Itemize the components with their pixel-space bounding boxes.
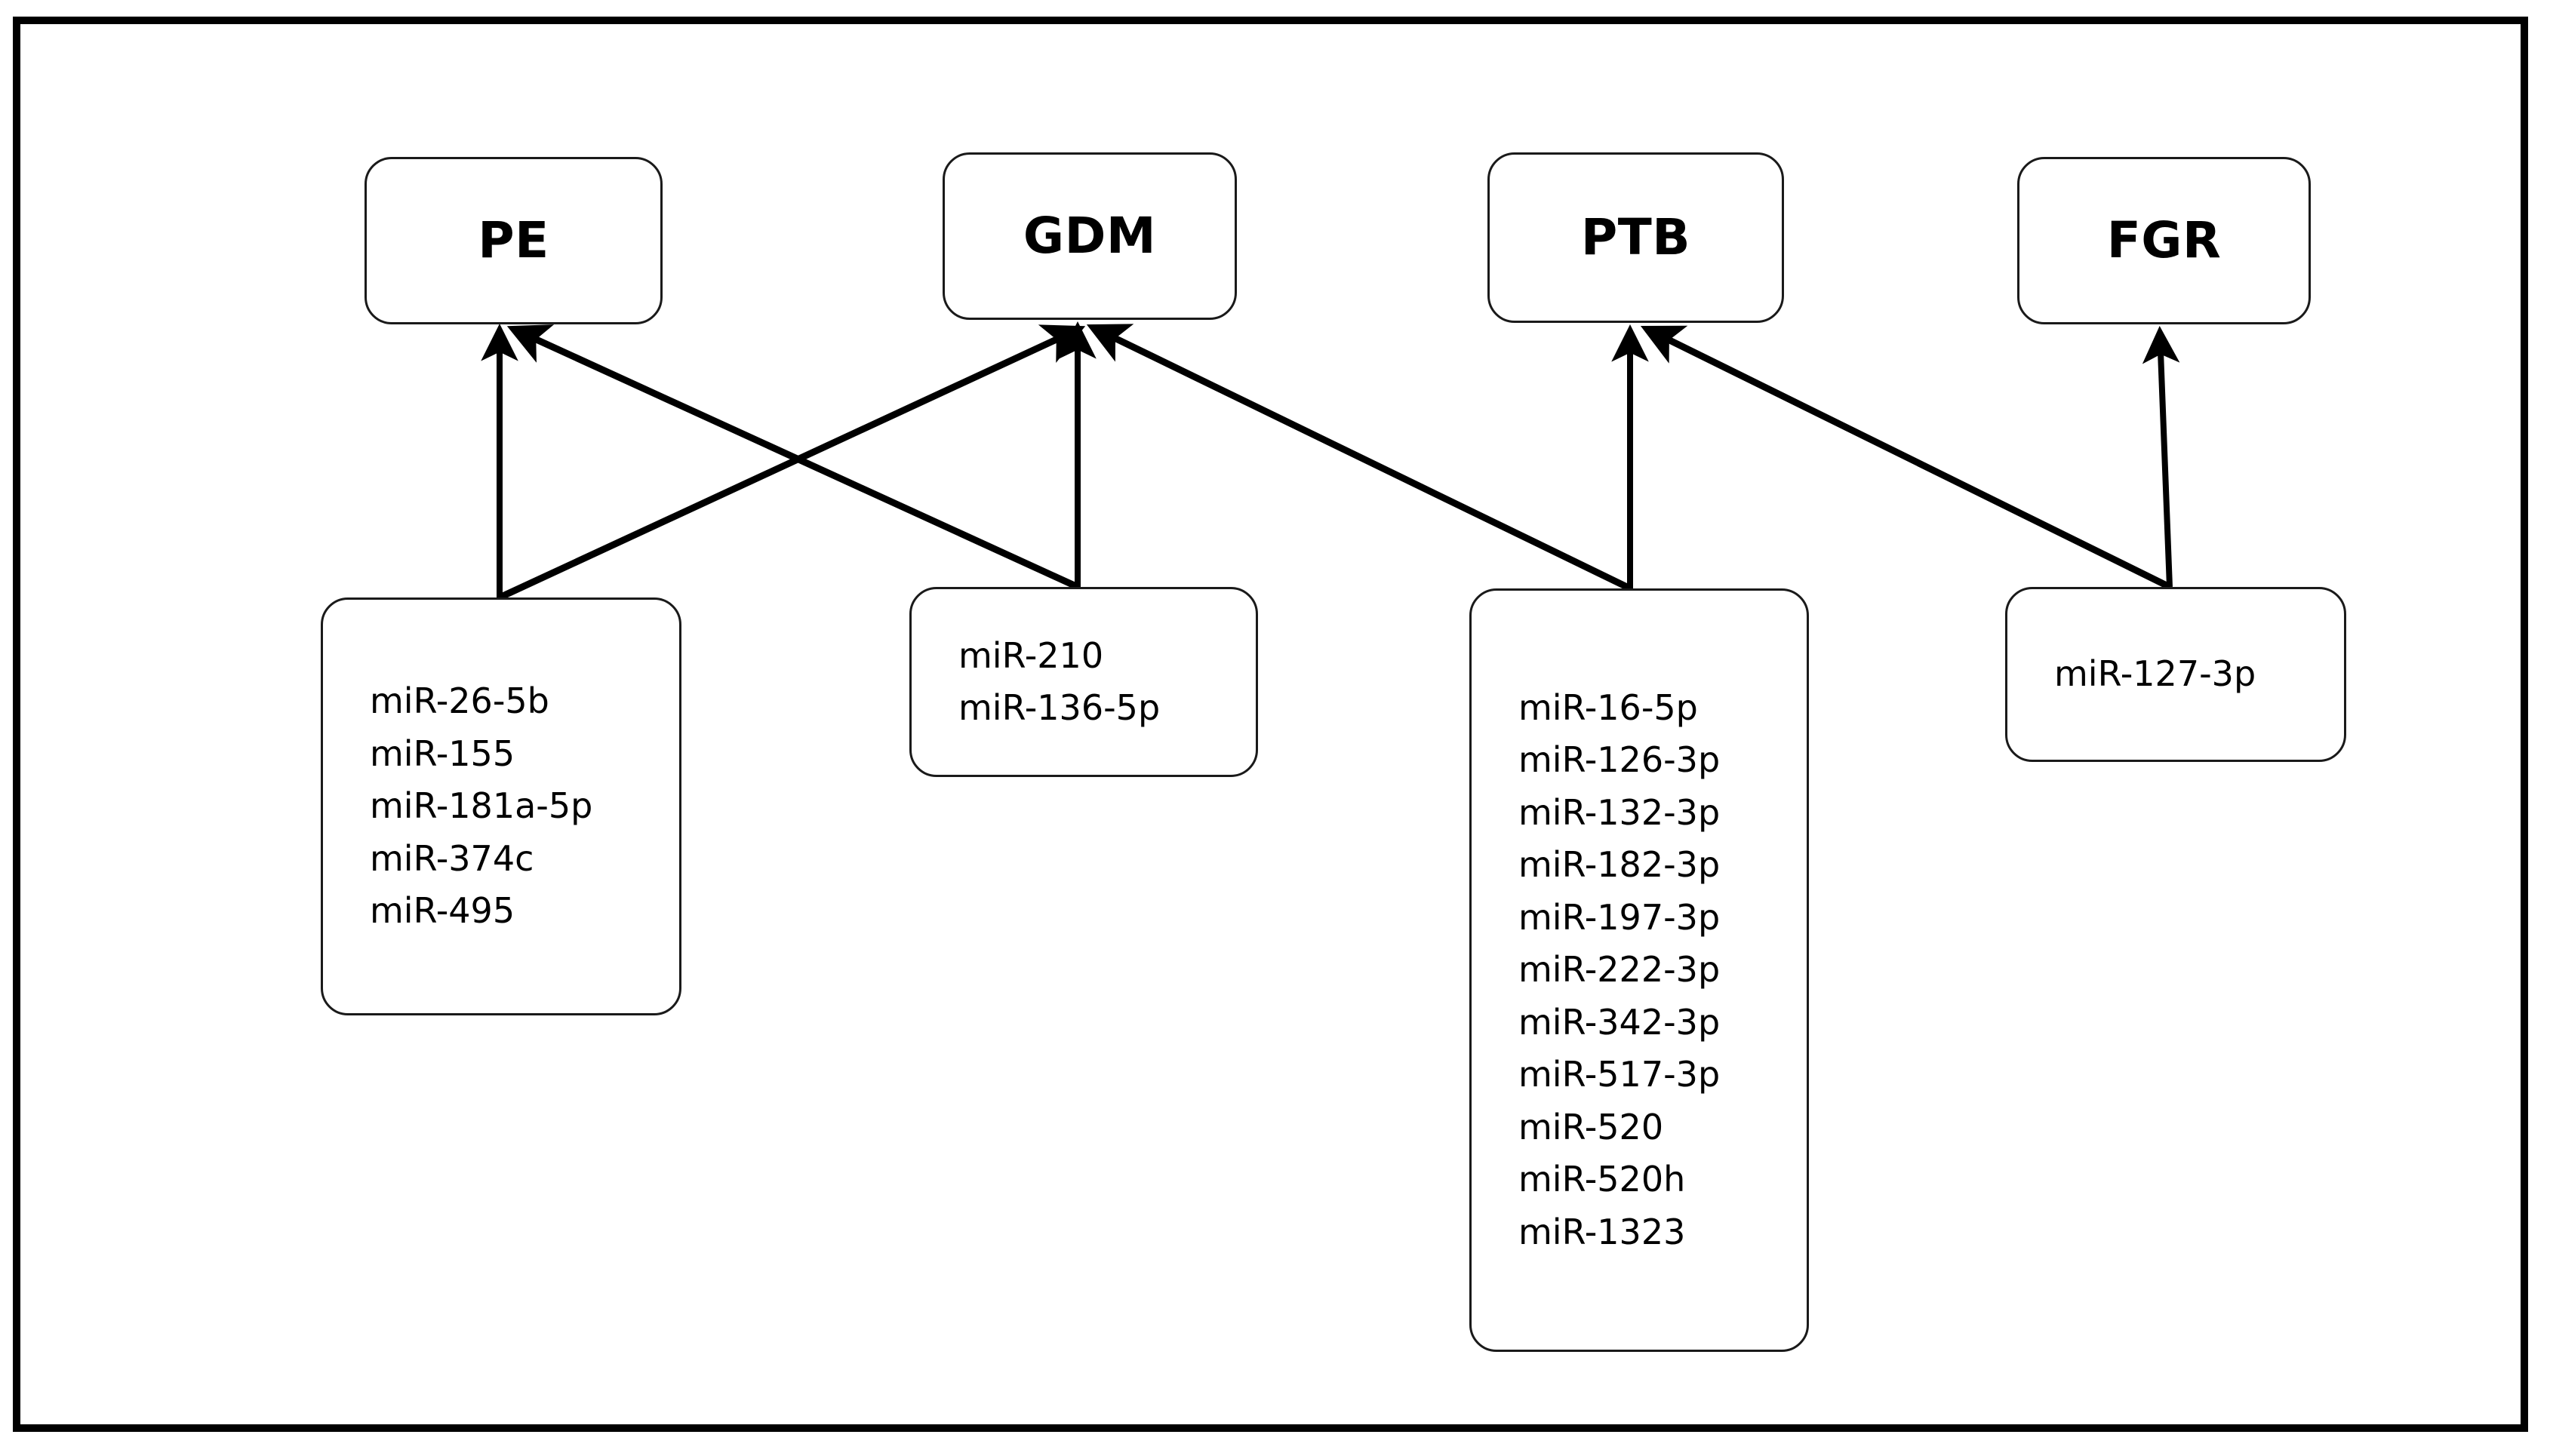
disease-box-pe[interactable]: PE: [365, 157, 663, 324]
disease-label-gdm: GDM: [1023, 207, 1157, 265]
disease-label-fgr: FGR: [2106, 211, 2222, 269]
mirna-list-pe: miR-26-5b miR-155 miR-181a-5p miR-374c m…: [323, 675, 679, 937]
mirna-item: miR-136-5p: [958, 687, 1161, 728]
mirna-list-gdm: miR-210 miR-136-5p: [912, 630, 1256, 735]
mirna-item: miR-520h: [1518, 1159, 1686, 1200]
mirna-box-fgr[interactable]: miR-127-3p: [2005, 587, 2346, 762]
mirna-item: miR-210: [958, 634, 1104, 676]
mirna-item: miR-342-3p: [1518, 1001, 1721, 1043]
mirna-item: miR-222-3p: [1518, 949, 1721, 991]
mirna-box-gdm[interactable]: miR-210 miR-136-5p: [909, 587, 1258, 777]
mirna-item: miR-182-3p: [1518, 844, 1721, 886]
disease-label-pe: PE: [478, 211, 549, 269]
mirna-item: miR-127-3p: [2054, 653, 2256, 695]
mirna-item: miR-197-3p: [1518, 896, 1721, 938]
mirna-list-ptb: miR-16-5p miR-126-3p miR-132-3p miR-182-…: [1472, 682, 1807, 1258]
mirna-item: miR-181a-5p: [370, 785, 593, 827]
mirna-item: miR-126-3p: [1518, 739, 1721, 781]
disease-box-gdm[interactable]: GDM: [943, 152, 1237, 320]
mirna-item: miR-26-5b: [370, 680, 549, 722]
mirna-item: miR-374c: [370, 837, 534, 879]
mirna-item: miR-517-3p: [1518, 1054, 1721, 1095]
disease-label-ptb: PTB: [1580, 208, 1691, 266]
disease-box-ptb[interactable]: PTB: [1487, 152, 1784, 323]
mirna-item: miR-132-3p: [1518, 791, 1721, 833]
disease-box-fgr[interactable]: FGR: [2017, 157, 2311, 324]
mirna-list-fgr: miR-127-3p: [2007, 648, 2344, 700]
mirna-item: miR-1323: [1518, 1211, 1686, 1252]
mirna-item: miR-16-5p: [1518, 687, 1698, 728]
mirna-item: miR-495: [370, 890, 515, 932]
mirna-item: miR-520: [1518, 1106, 1664, 1147]
mirna-box-ptb[interactable]: miR-16-5p miR-126-3p miR-132-3p miR-182-…: [1469, 588, 1809, 1352]
mirna-item: miR-155: [370, 733, 515, 774]
mirna-box-pe[interactable]: miR-26-5b miR-155 miR-181a-5p miR-374c m…: [321, 597, 681, 1015]
